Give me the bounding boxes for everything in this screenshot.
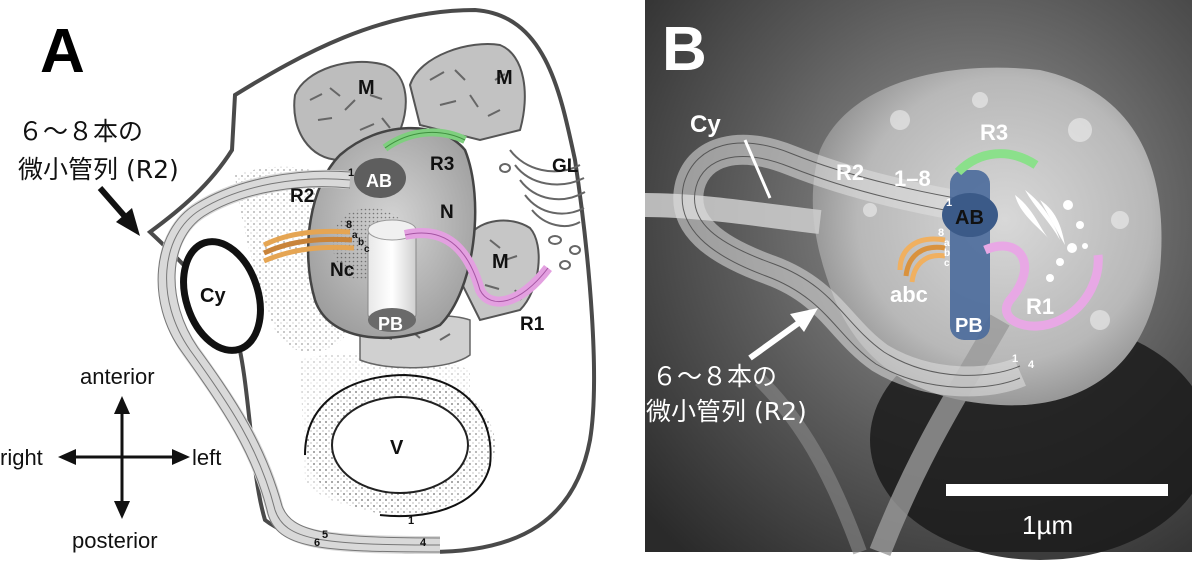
num-a: a [352, 230, 358, 241]
label-V: V [390, 437, 404, 459]
label-R1: R1 [520, 314, 545, 335]
cytostome [180, 238, 264, 354]
num-1-bottom: 1 [408, 515, 414, 527]
R2-microtubule-band [157, 169, 441, 554]
sem-label-R1: R1 [1026, 294, 1054, 319]
label-R3: R3 [430, 154, 454, 175]
posterior-basal-body-PB [367, 229, 417, 321]
compass-posterior: posterior [72, 528, 158, 553]
num-6: 6 [314, 537, 320, 549]
sem-label-abc: abc [890, 282, 928, 307]
sem-label-Cy: Cy [690, 111, 721, 138]
compass-left: left [192, 445, 221, 470]
label-Nc: Nc [330, 260, 355, 281]
anterior-basal-body-AB [354, 158, 406, 198]
num-4: 4 [420, 537, 427, 549]
sem-R2-band [673, 134, 1026, 397]
panel-a-arrow [97, 186, 131, 222]
orientation-compass [58, 396, 190, 519]
num-b: b [358, 237, 364, 248]
num-1-top: 1 [348, 167, 354, 179]
scale-bar [946, 484, 1168, 496]
panel-a: A ６～８本の 微小管列 (R2) M M M AB R3 R2 N Nc PB… [0, 7, 597, 555]
panel-b-note-line1: ６～８本の [652, 362, 777, 391]
sem-num-1-bottom: 1 [1012, 353, 1018, 365]
panel-b-letter: B [662, 15, 707, 84]
sem-label-R2: R2 [836, 160, 864, 185]
sem-golgi [1015, 190, 1088, 282]
sem-num-8: 8 [938, 227, 944, 239]
sem-num-b: b [944, 248, 950, 259]
sem-label-AB: AB [955, 207, 984, 229]
num-5: 5 [322, 529, 328, 541]
panel-a-note-line1: ６～８本の [18, 117, 143, 146]
label-AB: AB [366, 171, 392, 191]
label-R2: R2 [290, 186, 314, 207]
sem-arrow [748, 319, 802, 361]
abc-microtubules [262, 228, 355, 264]
compass-right: right [0, 445, 43, 470]
label-M1: M [358, 77, 375, 99]
sem-label-PB: PB [955, 315, 983, 337]
sem-R3 [954, 149, 1039, 176]
panel-a-arrowhead [116, 208, 140, 236]
panel-a-note-line2: 微小管列 (R2) [18, 155, 179, 184]
sem-num-c: c [944, 258, 950, 269]
sem-label-range: 1–8 [894, 166, 931, 191]
sem-arrowhead [790, 308, 818, 332]
compass-anterior: anterior [80, 364, 155, 389]
panel-b-note-line2: 微小管列 (R2) [646, 397, 807, 426]
sem-num-a: a [944, 238, 950, 249]
sem-cy-pointer [743, 139, 772, 199]
label-M2: M [496, 67, 513, 89]
vacuole [331, 396, 469, 494]
sem-abc [897, 236, 946, 283]
label-PB: PB [378, 314, 403, 334]
panel-a-letter: A [40, 17, 85, 86]
sem-R1 [983, 241, 1103, 331]
sem-label-R3: R3 [980, 120, 1008, 145]
sem-num-4: 4 [1028, 359, 1035, 371]
sem-num-1-top: 1 [946, 197, 952, 209]
num-c: c [364, 244, 370, 255]
scale-label: 1µm [1022, 510, 1073, 540]
num-8: 8 [346, 219, 352, 231]
panel-b: B Cy R3 R2 1–8 AB abc PB R1 1 8 a b c 1 … [644, 0, 1192, 560]
label-GL: GL [552, 156, 579, 177]
label-N: N [440, 202, 454, 223]
label-Cy: Cy [200, 285, 226, 307]
sem-flagellum [644, 193, 822, 234]
mitochondrion-2 [408, 43, 526, 142]
label-M3: M [492, 251, 509, 273]
golgi-apparatus [499, 149, 586, 270]
